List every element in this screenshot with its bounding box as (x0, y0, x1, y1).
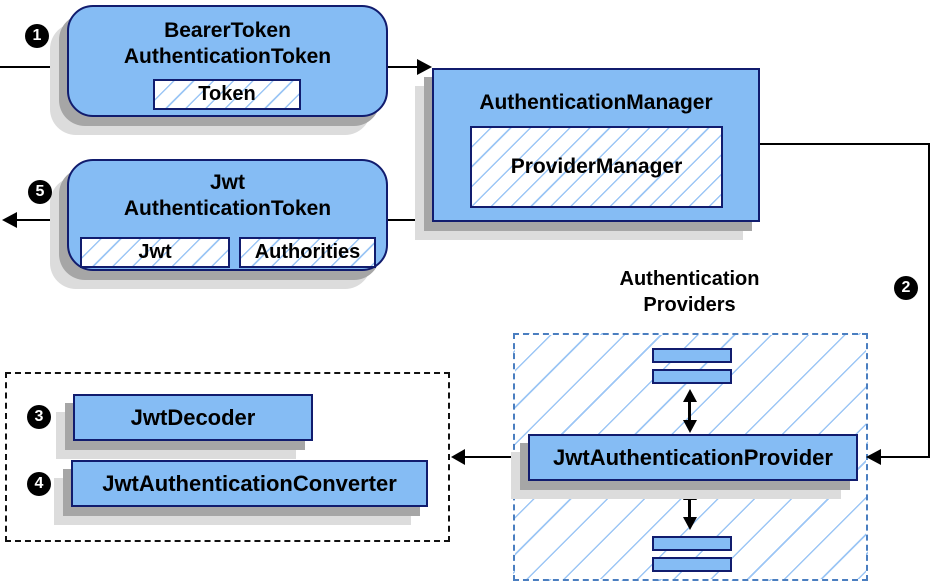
incoming-request-connector (0, 66, 66, 68)
step-2-badge: 2 (894, 276, 918, 300)
provider-manager-chip: ProviderManager (470, 126, 723, 208)
token-chip: Token (153, 79, 301, 110)
bearer-token-title-line1: BearerToken (164, 19, 291, 42)
manager-to-provider-connector-top (760, 143, 928, 145)
bearer-token-box-title: BearerToken AuthenticationToken (69, 7, 386, 70)
provider-placeholder-bar (652, 536, 732, 551)
jwt-token-box-title: Jwt AuthenticationToken (69, 161, 386, 222)
jwt-chip: Jwt (80, 237, 230, 268)
provider-to-helpers-arrowhead (451, 449, 465, 465)
bearer-to-manager-connector (388, 66, 417, 68)
providers-bottom-arrow-shaft (688, 498, 691, 520)
authorities-chip: Authorities (239, 237, 376, 268)
manager-to-provider-arrowhead (866, 449, 881, 465)
jwt-authentication-token-box: Jwt AuthenticationToken Jwt Authorities (67, 159, 388, 271)
providers-label-line1: Authentication (619, 268, 760, 290)
jwt-decoder-box: JwtDecoder (73, 394, 313, 441)
providers-top-arrowhead-down (683, 420, 697, 433)
authentication-manager-box: AuthenticationManager ProviderManager (432, 68, 760, 222)
providers-bottom-arrowhead-down (683, 517, 697, 530)
providers-top-arrowhead-up (683, 389, 697, 402)
provider-placeholder-bar (652, 369, 732, 384)
outgoing-result-arrowhead (2, 212, 17, 228)
outgoing-result-connector (16, 219, 67, 221)
bearer-token-title-line2: AuthenticationToken (123, 45, 332, 68)
manager-to-provider-connector-vertical (928, 143, 930, 458)
jwt-token-title-line2: AuthenticationToken (123, 197, 332, 220)
authentication-providers-label: Authentication Providers (513, 266, 866, 318)
bearer-to-manager-arrowhead (417, 59, 432, 75)
step-5-badge: 5 (28, 180, 52, 204)
provider-placeholder-bar (652, 348, 732, 363)
provider-to-helpers-connector (464, 456, 528, 458)
jwt-authentication-provider-box: JwtAuthenticationProvider (528, 434, 858, 481)
step-1-badge: 1 (25, 24, 49, 48)
step-3-badge: 3 (27, 405, 51, 429)
bearer-token-authentication-token-box: BearerToken AuthenticationToken Token (67, 5, 388, 117)
providers-label-line2: Providers (643, 294, 736, 316)
manager-to-jwt-token-connector (388, 219, 432, 221)
providers-bottom-arrowhead-up (683, 487, 697, 500)
step-4-badge: 4 (27, 472, 51, 496)
providers-top-arrow-shaft (688, 400, 691, 422)
manager-to-provider-connector-bottom (880, 456, 928, 458)
jwt-authentication-converter-box: JwtAuthenticationConverter (71, 460, 428, 507)
authentication-manager-title: AuthenticationManager (479, 91, 713, 114)
provider-placeholder-bar (652, 557, 732, 572)
jwt-token-title-line1: Jwt (209, 171, 245, 194)
